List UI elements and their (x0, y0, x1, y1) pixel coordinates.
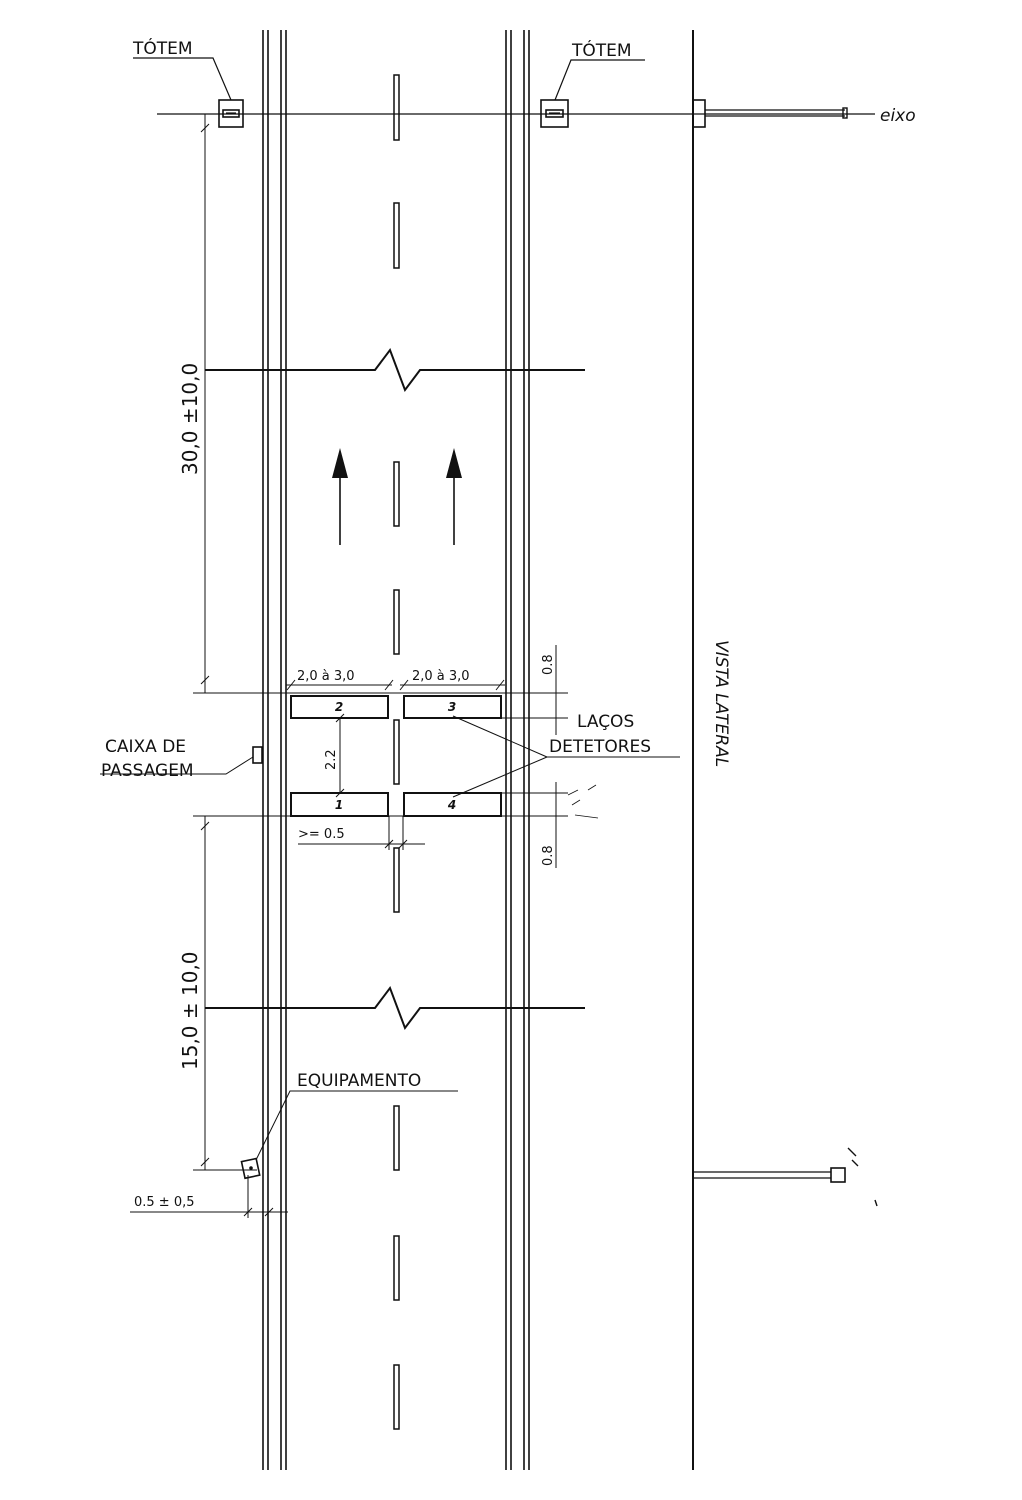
sketch-mark (567, 784, 599, 819)
caixa-line2: PASSAGEM (101, 761, 194, 781)
lane-gap-text: >= 0.5 (298, 827, 345, 842)
axis-label: eixo (880, 106, 916, 126)
lateral-equipment (693, 1147, 878, 1207)
totem-left-label: TÓTEM (132, 37, 193, 59)
loop-2-number: 2 (335, 700, 343, 714)
lacos-label: LAÇOS (577, 712, 634, 732)
break-line-lower (205, 985, 585, 1031)
equipment: EQUIPAMENTO (240, 1071, 458, 1180)
top-offset-text: 0.8 (541, 654, 556, 675)
bottom-offset-text: 0.8 (541, 845, 556, 866)
downstream-distance-text: 15,0 ± 10,0 (178, 951, 202, 1070)
loop-width-dimension-left: 2,0 à 3,0 (286, 669, 394, 691)
loop-width-left-text: 2,0 à 3,0 (297, 669, 355, 684)
loop-2: 2 (290, 695, 389, 719)
direction-arrow-left (332, 448, 348, 545)
loop-1: 1 (290, 792, 389, 817)
upstream-distance-dimension: 30,0 ±10,0 (178, 114, 210, 693)
lane-gap-dimension: >= 0.5 (298, 816, 425, 850)
junction-box: CAIXA DE PASSAGEM (100, 737, 263, 781)
loop-3-number: 3 (448, 700, 456, 714)
caixa-line1: CAIXA DE (105, 737, 186, 757)
loop-width-right-text: 2,0 à 3,0 (412, 669, 470, 684)
loop-detectors-callout: LAÇOS DETETORES (452, 712, 680, 798)
totem-right: TÓTEM (540, 39, 645, 128)
direction-arrow-right (446, 448, 462, 545)
equipment-label: EQUIPAMENTO (297, 1071, 421, 1091)
totem-left: TÓTEM (132, 37, 244, 128)
lateral-totem (692, 99, 848, 128)
loop-4: 4 (403, 792, 502, 817)
loop-4-number: 4 (447, 798, 456, 812)
detetores-label: DETETORES (549, 737, 651, 757)
downstream-distance-dimension: 15,0 ± 10,0 (178, 816, 257, 1171)
loop-3: 3 (403, 695, 502, 719)
vista-lateral-label: VISTA LATERAL (711, 640, 731, 767)
loop-width-dimension-right: 2,0 à 3,0 (399, 669, 505, 691)
top-offset-dimension: 0.8 (541, 645, 557, 735)
loop-spacing-dimension: 2.2 (324, 713, 345, 798)
equipment-offset-text: 0.5 ± 0,5 (134, 1195, 195, 1210)
loop-extension-lines (193, 692, 568, 817)
bottom-offset-dimension: 0.8 (541, 782, 557, 868)
loop-1-number: 1 (335, 798, 343, 812)
road-edges (262, 30, 530, 1470)
lane-dashes (393, 74, 400, 1430)
break-line-upper (205, 347, 585, 393)
loop-spacing-text: 2.2 (324, 749, 339, 770)
equipment-offset-dimension: 0.5 ± 0,5 (130, 1175, 288, 1218)
upstream-distance-text: 30,0 ±10,0 (178, 363, 202, 475)
totem-right-label: TÓTEM (571, 39, 632, 61)
